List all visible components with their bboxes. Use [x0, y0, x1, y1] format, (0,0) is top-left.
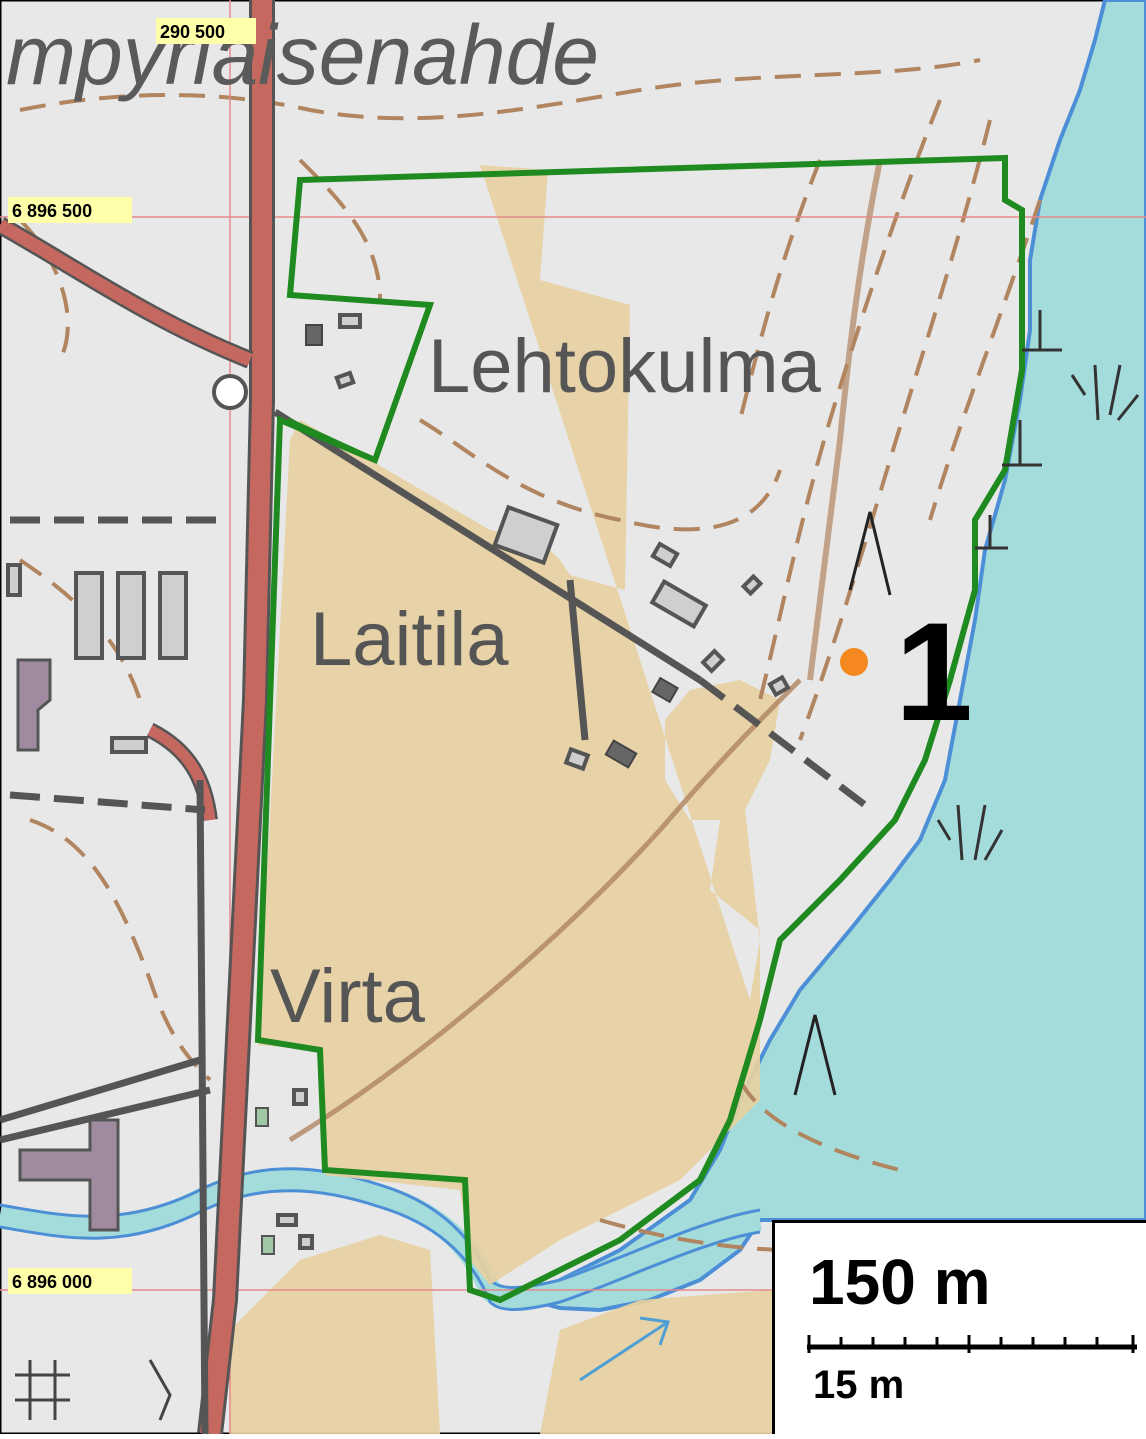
nw-road-fill	[0, 219, 253, 367]
field-southeast	[540, 1290, 772, 1434]
grid-symbol	[15, 1359, 172, 1421]
grid-label-northing-lower: 6 896 000	[8, 1268, 132, 1294]
region-name: mpyriäisenahde	[6, 8, 599, 102]
local-roads	[0, 409, 702, 1435]
scale-bar	[807, 1335, 1137, 1353]
place-name-lehtokulma: Lehtokulma	[428, 324, 822, 409]
easting-label-text: 290 500	[160, 22, 225, 42]
river-bank-south	[0, 1189, 761, 1311]
site-marker-dot[interactable]	[840, 648, 868, 676]
lake-water	[525, 0, 1146, 1313]
shore-symbols	[975, 310, 1062, 550]
industrial-buildings	[16, 658, 120, 1232]
property-boundary	[254, 154, 1025, 1304]
scale-subtitle: 15 m	[813, 1363, 905, 1407]
scale-title: 150 m	[809, 1246, 991, 1318]
grid-label-easting: 290 500	[156, 18, 256, 44]
northing-lower-text: 6 896 000	[12, 1272, 92, 1292]
boundary-inner-edge	[286, 417, 377, 463]
main-road-fill	[200, 0, 272, 1436]
roundabout	[212, 374, 248, 410]
field-main	[258, 165, 780, 1285]
field-south	[230, 1235, 440, 1434]
place-name-laitila: Laitila	[310, 597, 509, 682]
dashed-paths	[9, 516, 868, 814]
ridge-contour	[807, 159, 883, 681]
dark-buildings	[305, 324, 680, 769]
flow-arrow	[579, 1316, 671, 1382]
buildings	[6, 313, 791, 1250]
place-name-virta: Virta	[270, 954, 426, 1039]
green-buildings	[255, 1107, 275, 1255]
river	[0, 1167, 762, 1309]
grid-label-northing-upper: 6 896 500	[8, 197, 132, 223]
river-bank-north	[0, 1167, 761, 1289]
index-contour	[288, 678, 802, 1143]
slope-symbols	[793, 511, 892, 1096]
west-road-fill	[147, 725, 216, 821]
site-number: 1	[895, 593, 973, 750]
northing-upper-text: 6 896 500	[12, 201, 92, 221]
marsh-symbols	[936, 364, 1140, 861]
scale-legend: 150 m 15 m	[772, 1220, 1146, 1434]
